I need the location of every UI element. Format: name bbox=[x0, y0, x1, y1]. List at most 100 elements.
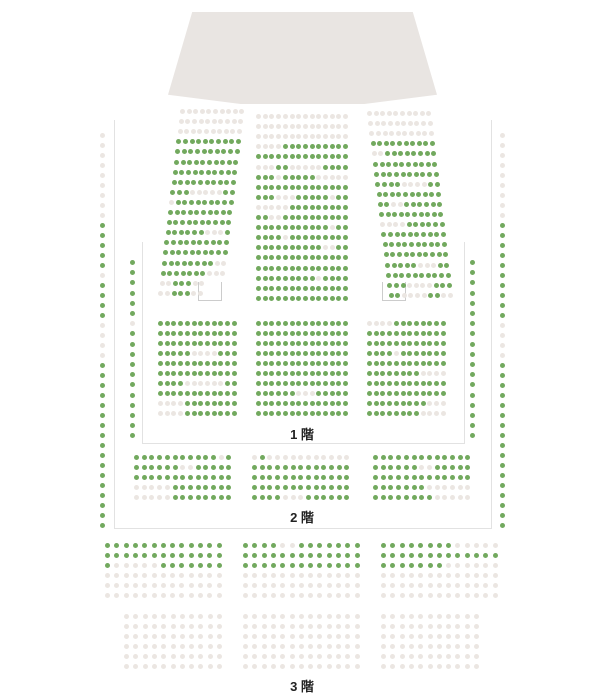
seat-available[interactable] bbox=[302, 235, 308, 241]
seat-available[interactable] bbox=[183, 189, 189, 195]
seat-available[interactable] bbox=[160, 563, 166, 568]
seat-available[interactable] bbox=[100, 463, 105, 468]
seat-available[interactable] bbox=[256, 255, 261, 261]
seat-available[interactable] bbox=[470, 300, 475, 306]
seat-available[interactable] bbox=[398, 151, 404, 157]
seat-available[interactable] bbox=[500, 503, 505, 508]
seat-available[interactable] bbox=[256, 184, 261, 190]
seat-available[interactable] bbox=[296, 194, 302, 200]
seat-available[interactable] bbox=[308, 553, 314, 558]
seat-available[interactable] bbox=[256, 411, 261, 416]
seat-available[interactable] bbox=[431, 212, 437, 217]
seat-available[interactable] bbox=[379, 212, 384, 217]
seat-available[interactable] bbox=[386, 161, 392, 167]
seat-available[interactable] bbox=[225, 230, 230, 236]
seat-available[interactable] bbox=[323, 255, 328, 261]
seat-available[interactable] bbox=[282, 275, 288, 281]
seat-available[interactable] bbox=[373, 381, 379, 386]
seat-available[interactable] bbox=[100, 363, 105, 368]
seat-available[interactable] bbox=[329, 164, 335, 170]
seat-available[interactable] bbox=[343, 331, 349, 336]
seat-available[interactable] bbox=[252, 543, 258, 548]
seat-available[interactable] bbox=[309, 341, 315, 346]
seat-available[interactable] bbox=[175, 149, 181, 155]
seat-available[interactable] bbox=[100, 473, 105, 478]
seat-available[interactable] bbox=[130, 331, 135, 337]
seat-available[interactable] bbox=[289, 411, 295, 416]
seat-available[interactable] bbox=[164, 240, 170, 246]
seat-available[interactable] bbox=[500, 233, 505, 238]
seat-available[interactable] bbox=[413, 411, 419, 416]
seat-available[interactable] bbox=[323, 265, 328, 271]
seat-available[interactable] bbox=[336, 321, 342, 326]
seat-available[interactable] bbox=[373, 485, 378, 490]
seat-available[interactable] bbox=[195, 455, 201, 460]
seat-available[interactable] bbox=[202, 199, 208, 205]
seat-available[interactable] bbox=[433, 171, 439, 177]
seat-available[interactable] bbox=[160, 553, 166, 558]
seat-available[interactable] bbox=[130, 290, 135, 296]
seat-available[interactable] bbox=[282, 215, 288, 220]
seat-available[interactable] bbox=[194, 210, 200, 215]
seat-available[interactable] bbox=[275, 485, 281, 490]
seat-available[interactable] bbox=[457, 455, 463, 460]
seat-available[interactable] bbox=[373, 401, 379, 406]
seat-available[interactable] bbox=[343, 391, 349, 396]
seat-available[interactable] bbox=[336, 215, 342, 220]
seat-available[interactable] bbox=[316, 401, 322, 406]
seat-available[interactable] bbox=[262, 341, 268, 346]
seat-available[interactable] bbox=[172, 169, 178, 175]
seat-available[interactable] bbox=[377, 201, 383, 207]
seat-available[interactable] bbox=[385, 262, 390, 268]
seat-available[interactable] bbox=[130, 433, 135, 439]
seat-available[interactable] bbox=[114, 543, 120, 548]
seat-available[interactable] bbox=[426, 475, 432, 480]
seat-available[interactable] bbox=[427, 351, 433, 356]
seat-available[interactable] bbox=[400, 171, 406, 177]
seat-available[interactable] bbox=[163, 250, 169, 256]
seat-available[interactable] bbox=[187, 270, 193, 276]
seat-available[interactable] bbox=[321, 475, 327, 480]
seat-available[interactable] bbox=[198, 341, 204, 346]
seat-available[interactable] bbox=[379, 161, 385, 167]
seat-available[interactable] bbox=[134, 475, 139, 480]
seat-available[interactable] bbox=[470, 331, 475, 337]
seat-available[interactable] bbox=[276, 154, 282, 160]
seat-available[interactable] bbox=[218, 341, 224, 346]
seat-available[interactable] bbox=[400, 391, 406, 396]
seat-available[interactable] bbox=[209, 139, 215, 145]
seat-available[interactable] bbox=[422, 191, 428, 197]
seat-available[interactable] bbox=[204, 361, 210, 366]
seat-available[interactable] bbox=[426, 222, 432, 228]
seat-available[interactable] bbox=[500, 383, 505, 388]
seat-available[interactable] bbox=[406, 161, 411, 167]
seat-available[interactable] bbox=[172, 475, 178, 480]
seat-available[interactable] bbox=[336, 351, 342, 356]
seat-available[interactable] bbox=[289, 255, 295, 261]
seat-available[interactable] bbox=[218, 391, 224, 396]
seat-available[interactable] bbox=[411, 485, 417, 490]
seat-available[interactable] bbox=[100, 403, 105, 408]
seat-available[interactable] bbox=[184, 391, 190, 396]
seat-available[interactable] bbox=[259, 485, 265, 490]
seat-available[interactable] bbox=[377, 141, 383, 147]
seat-available[interactable] bbox=[396, 455, 402, 460]
seat-available[interactable] bbox=[336, 295, 342, 301]
seat-available[interactable] bbox=[344, 485, 350, 490]
seat-available[interactable] bbox=[256, 275, 261, 281]
seat-available[interactable] bbox=[407, 391, 413, 396]
seat-available[interactable] bbox=[184, 290, 190, 296]
seat-available[interactable] bbox=[329, 275, 335, 281]
seat-available[interactable] bbox=[410, 201, 416, 207]
seat-available[interactable] bbox=[130, 311, 135, 316]
seat-available[interactable] bbox=[427, 361, 433, 366]
seat-available[interactable] bbox=[464, 553, 470, 558]
seat-available[interactable] bbox=[158, 371, 163, 376]
seat-available[interactable] bbox=[172, 280, 178, 286]
seat-available[interactable] bbox=[403, 495, 409, 500]
seat-available[interactable] bbox=[492, 553, 498, 558]
seat-available[interactable] bbox=[171, 361, 177, 366]
seat-available[interactable] bbox=[316, 381, 322, 386]
seat-available[interactable] bbox=[316, 361, 322, 366]
seat-available[interactable] bbox=[387, 331, 393, 336]
